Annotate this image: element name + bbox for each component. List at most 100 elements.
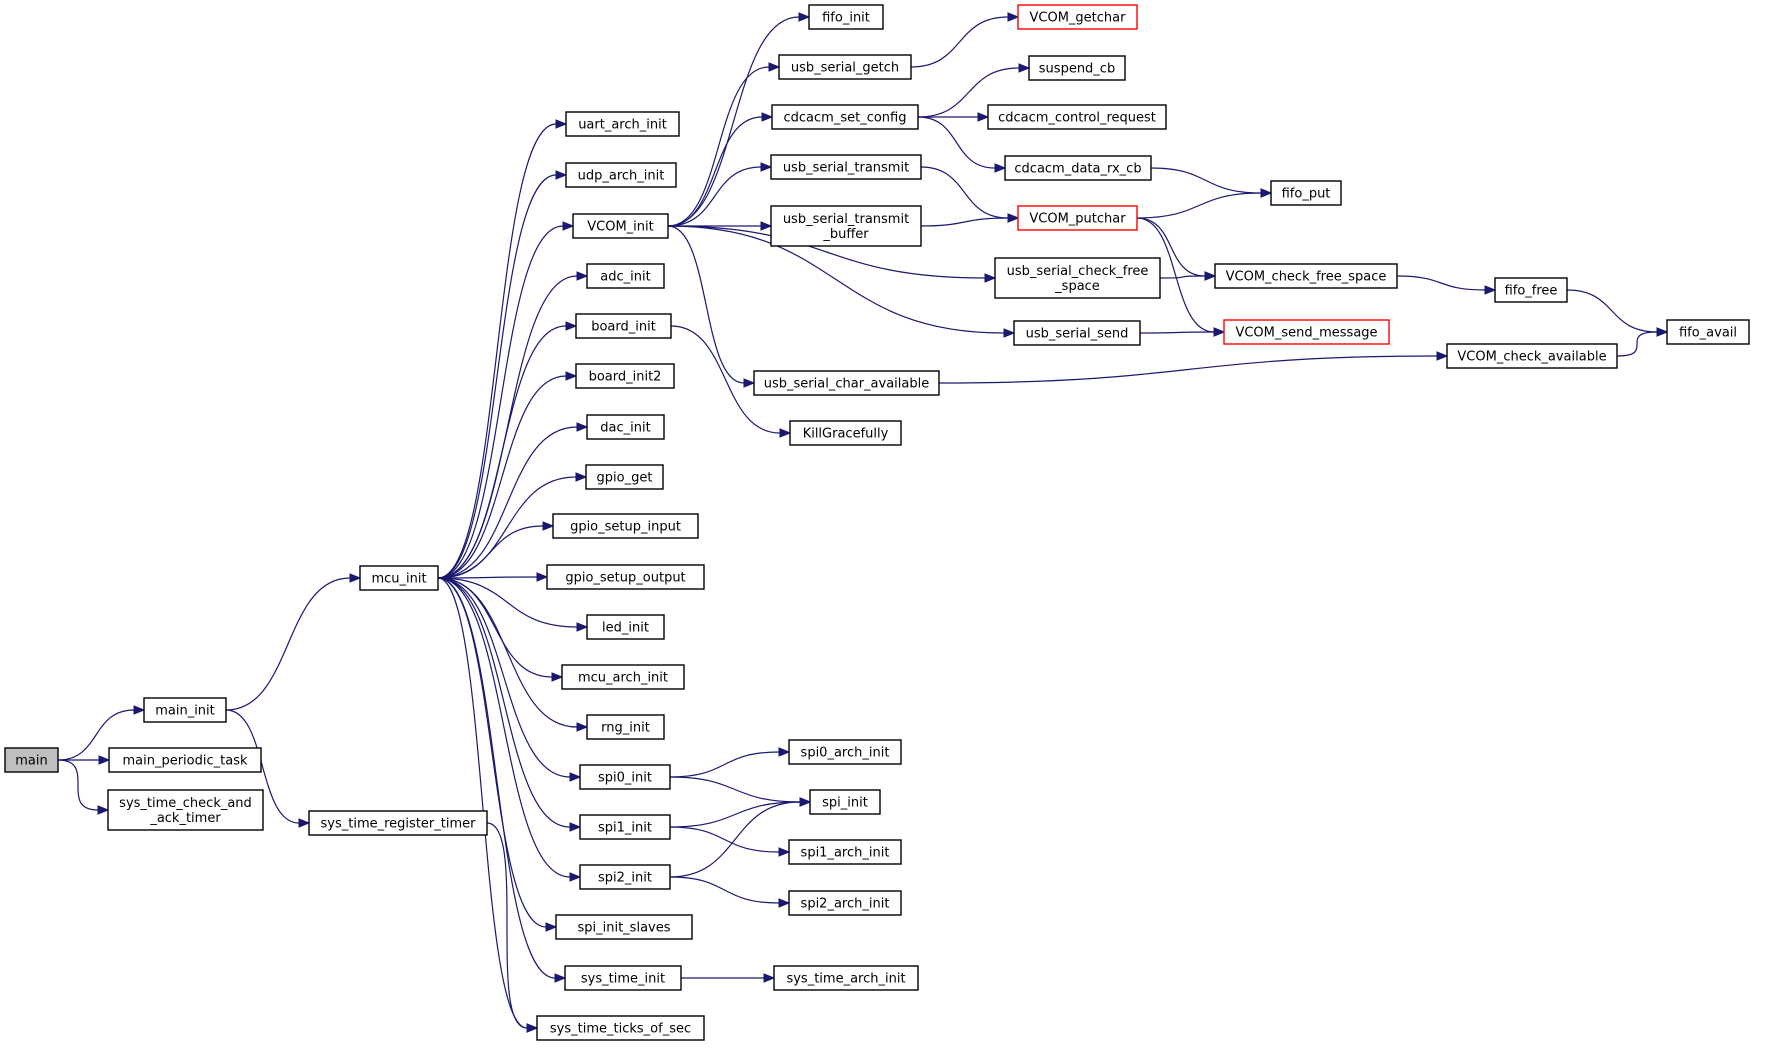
node-label: _ack_timer: [149, 811, 221, 826]
node-label: sys_time_register_timer: [321, 817, 477, 832]
node-main_init[interactable]: main_init: [143, 697, 227, 723]
edge-line: [917, 67, 1020, 118]
node-mcu_arch_init[interactable]: mcu_arch_init: [561, 664, 685, 690]
arrowhead: [555, 170, 568, 180]
node-udp_arch_init[interactable]: udp_arch_init: [565, 162, 677, 188]
node-usb_serial_char_available[interactable]: usb_serial_char_available: [753, 370, 940, 396]
edge-spi1_init-to-spi1_arch_init: [669, 826, 791, 857]
node-usb_serial_transmit_buffer[interactable]: usb_serial_transmit_buffer: [770, 205, 922, 247]
node-usb_serial_transmit[interactable]: usb_serial_transmit: [770, 154, 922, 180]
node-gpio_get[interactable]: gpio_get: [585, 464, 664, 490]
node-box: [586, 714, 665, 740]
node-box: [552, 513, 699, 539]
node-sys_time_check_and_ack_timer[interactable]: sys_time_check_and_ack_timer: [107, 789, 264, 831]
arrowhead: [576, 271, 589, 281]
node-label: usb_serial_send: [1026, 327, 1129, 342]
node-VCOM_check_free_space[interactable]: VCOM_check_free_space: [1214, 263, 1398, 289]
node-label: fifo_free: [1505, 284, 1558, 299]
edge-board_init-to-KillGracefully: [670, 325, 792, 438]
node-sys_time_arch_init[interactable]: sys_time_arch_init: [773, 965, 919, 991]
node-main_periodic_task[interactable]: main_periodic_task: [108, 747, 262, 773]
arrowhead: [551, 672, 564, 682]
node-spi0_arch_init[interactable]: spi0_arch_init: [788, 739, 902, 765]
node-mcu_init[interactable]: mcu_init: [359, 565, 439, 591]
edge-line: [920, 166, 1009, 219]
edge-mcu_init-to-spi1_init: [437, 577, 582, 832]
node-VCOM_getchar[interactable]: VCOM_getchar: [1017, 4, 1138, 30]
edge-VCOM_init-to-cdcacm_set_config: [667, 112, 774, 227]
edge-mcu_init-to-sys_time_init: [437, 577, 567, 983]
node-usb_serial_check_free_space[interactable]: usb_serial_check_free_space: [994, 257, 1161, 299]
node-fifo_avail[interactable]: fifo_avail: [1666, 319, 1750, 345]
node-fifo_put[interactable]: fifo_put: [1270, 180, 1342, 206]
node-adc_init[interactable]: adc_init: [586, 263, 665, 289]
node-cdcacm_control_request[interactable]: cdcacm_control_request: [987, 104, 1167, 130]
node-suspend_cb[interactable]: suspend_cb: [1028, 55, 1126, 81]
arrowhead: [1003, 328, 1016, 338]
node-KillGracefully[interactable]: KillGracefully: [789, 420, 902, 446]
node-label: cdcacm_control_request: [998, 111, 1156, 126]
edge-line: [437, 577, 528, 1029]
node-box: [1666, 319, 1750, 345]
node-sys_time_init[interactable]: sys_time_init: [564, 965, 682, 991]
node-usb_serial_getch[interactable]: usb_serial_getch: [778, 54, 912, 80]
edge-VCOM_check_available-to-fifo_avail: [1616, 327, 1669, 357]
node-main[interactable]: main: [4, 747, 59, 773]
node-dac_init[interactable]: dac_init: [586, 414, 665, 440]
node-label: VCOM_putchar: [1029, 212, 1126, 227]
node-box: [575, 313, 672, 339]
edge-mcu_init-to-board_init: [437, 321, 578, 579]
edge-line: [437, 577, 571, 778]
arrowhead: [569, 872, 582, 882]
node-spi_init[interactable]: spi_init: [809, 789, 881, 815]
edge-line: [1139, 331, 1215, 334]
node-label: main: [15, 754, 47, 769]
node-cdcacm_set_config[interactable]: cdcacm_set_config: [771, 104, 919, 130]
edge-cdcacm_set_config-to-cdcacm_control_request: [918, 112, 990, 122]
node-box: [575, 363, 675, 389]
node-VCOM_send_message[interactable]: VCOM_send_message: [1223, 319, 1390, 345]
node-VCOM_check_available[interactable]: VCOM_check_available: [1446, 343, 1618, 369]
node-label: spi1_arch_init: [801, 846, 890, 861]
node-spi2_init[interactable]: spi2_init: [579, 864, 671, 890]
node-sys_time_register_timer[interactable]: sys_time_register_timer: [308, 810, 488, 836]
node-spi2_arch_init[interactable]: spi2_arch_init: [788, 890, 902, 916]
node-spi1_arch_init[interactable]: spi1_arch_init: [788, 839, 902, 865]
edge-line: [920, 217, 1009, 227]
node-cdcacm_data_rx_cb[interactable]: cdcacm_data_rx_cb: [1004, 155, 1152, 181]
node-fifo_free[interactable]: fifo_free: [1494, 277, 1568, 303]
node-spi0_init[interactable]: spi0_init: [579, 764, 671, 790]
node-board_init[interactable]: board_init: [575, 313, 672, 339]
node-gpio_setup_input[interactable]: gpio_setup_input: [552, 513, 699, 539]
edge-usb_serial_transmit_buffer-to-VCOM_putchar: [920, 213, 1020, 227]
node-VCOM_init[interactable]: VCOM_init: [572, 213, 669, 239]
node-label: VCOM_send_message: [1235, 326, 1377, 341]
node-gpio_setup_output[interactable]: gpio_setup_output: [546, 564, 705, 590]
node-board_init2[interactable]: board_init2: [575, 363, 675, 389]
node-led_init[interactable]: led_init: [586, 614, 665, 640]
nodes-layer: main main_init main_periodic_task sys_time_…: [4, 4, 1750, 1041]
edge-usb_serial_transmit-to-VCOM_putchar: [920, 166, 1020, 223]
arrowhead: [545, 922, 558, 932]
node-fifo_init[interactable]: fifo_init: [808, 4, 884, 30]
node-usb_serial_send[interactable]: usb_serial_send: [1013, 320, 1141, 346]
node-uart_arch_init[interactable]: uart_arch_init: [565, 111, 680, 137]
edge-mcu_init-to-led_init: [437, 577, 589, 632]
node-box: [788, 739, 902, 765]
node-label: usb_serial_check_free: [1007, 264, 1149, 279]
node-spi1_init[interactable]: spi1_init: [579, 814, 671, 840]
node-sys_time_ticks_of_sec[interactable]: sys_time_ticks_of_sec: [536, 1015, 705, 1041]
edge-usb_serial_getch-to-VCOM_getchar: [910, 12, 1020, 68]
edge-VCOM_init-to-usb_serial_getch: [667, 62, 781, 227]
node-spi_init_slaves[interactable]: spi_init_slaves: [555, 914, 693, 940]
node-rng_init[interactable]: rng_init: [586, 714, 665, 740]
arrowhead: [763, 973, 776, 983]
node-label: VCOM_check_available: [1457, 350, 1606, 365]
edge-line: [1150, 167, 1262, 194]
edge-line: [437, 426, 578, 579]
node-box: [808, 4, 884, 30]
edge-line: [667, 225, 745, 384]
node-box: [107, 789, 264, 831]
arrowhead: [565, 321, 578, 331]
node-VCOM_putchar[interactable]: VCOM_putchar: [1017, 205, 1138, 231]
